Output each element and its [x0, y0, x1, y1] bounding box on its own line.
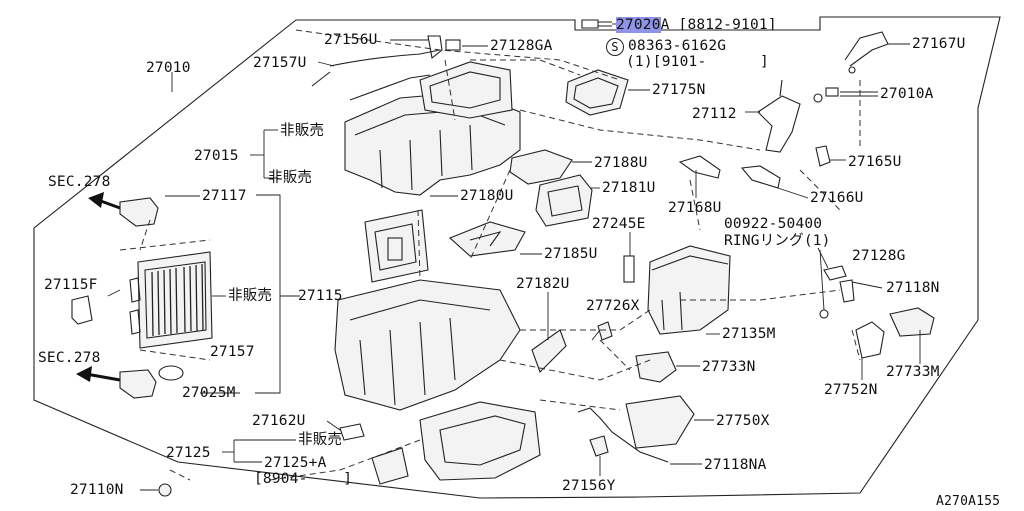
pipe-top-27117: [88, 192, 159, 227]
upper-case-27015: [344, 61, 521, 196]
subgroup-bracket-27117: [255, 194, 281, 394]
rod-27118NA: [577, 407, 669, 463]
lever-27168U: [678, 155, 721, 179]
label-27125: 27125: [166, 445, 211, 461]
label-27128G: 27128G: [852, 248, 906, 264]
pin-27128G: [823, 265, 847, 281]
label-27020A: 27020A [8812-9101]: [616, 17, 777, 33]
label-27245E: 27245E: [592, 216, 646, 232]
label-27015-note: 非販売: [280, 123, 325, 139]
clip-27162U: [339, 423, 365, 441]
duct-frame-27175N: [565, 69, 629, 116]
label-27020A-suffix: A [8812-9101]: [660, 17, 777, 33]
bracket-27118N: [839, 279, 855, 303]
lever-27156U: [427, 35, 443, 60]
label-27117: 27117: [202, 188, 247, 204]
label-27115: 27115: [298, 288, 343, 304]
bolt-27010A: [825, 87, 839, 97]
label-screw-code: 08363-6162G: [628, 38, 727, 54]
label-27167U: 27167U: [912, 36, 966, 52]
clip-27156Y: [589, 435, 609, 457]
oring-27157: [158, 365, 184, 381]
label-27181U: 27181U: [602, 180, 656, 196]
label-27010: 27010: [146, 60, 191, 76]
washer-27010A: [813, 93, 823, 103]
pipe-bottom-27025M: [76, 366, 157, 399]
label-27015-note2: 非販売: [268, 170, 313, 186]
label-27157U: 27157U: [253, 55, 307, 71]
screw-27020A: [581, 19, 612, 29]
screw-symbol-icon: S: [606, 38, 624, 56]
label-screw-note: (1)[9101- ]: [626, 54, 769, 70]
part-27726X: [597, 321, 613, 341]
label-27175N: 27175N: [652, 82, 706, 98]
grommet-27110N: [158, 483, 172, 497]
label-27115-note: 非販売: [228, 288, 273, 304]
lever-27166U: [740, 165, 781, 189]
clip-27165U: [815, 145, 831, 167]
label-27182U: 27182U: [516, 276, 570, 292]
label-27752N: 27752N: [824, 382, 878, 398]
label-27180U: 27180U: [460, 188, 514, 204]
label-27118N: 27118N: [886, 280, 940, 296]
flap-27182U: [531, 329, 567, 373]
link-27112: [757, 95, 801, 153]
label-27128GA: 27128GA: [490, 38, 553, 54]
label-27125-note: 非販売: [298, 432, 343, 448]
label-sec278-bottom: SEC.278: [38, 350, 101, 366]
heater-core-27115: [129, 251, 213, 349]
tray-27750X: [625, 395, 695, 449]
cable-27157U: [329, 49, 441, 67]
clip-27128GA: [445, 39, 461, 51]
label-ring-note: RINGリング(1): [724, 233, 831, 249]
label-27025M: 27025M: [182, 385, 236, 401]
bracket-27115F: [71, 295, 93, 325]
label-27020A-highlight: 27020: [616, 17, 661, 33]
label-27733N: 27733N: [702, 359, 756, 375]
label-27110N: 27110N: [70, 482, 124, 498]
label-27010A: 27010A: [880, 86, 934, 102]
label-27185U: 27185U: [544, 246, 598, 262]
bracket-27733M: [889, 307, 935, 337]
part-27733N: [635, 351, 677, 383]
label-27162U: 27162U: [252, 413, 306, 429]
label-27112: 27112: [692, 106, 737, 122]
label-27168U: 27168U: [668, 200, 722, 216]
label-27156Y: 27156Y: [562, 478, 616, 494]
label-27750X: 27750X: [716, 413, 770, 429]
lower-case-27125: [334, 279, 541, 485]
part-27245E: [623, 255, 635, 283]
lever-27167U: [844, 31, 889, 67]
label-27115F: 27115F: [44, 277, 98, 293]
figure-code: A270A155: [936, 494, 1001, 509]
bracket-27752N: [855, 321, 885, 359]
label-27118NA: 27118NA: [704, 457, 767, 473]
label-27135M: 27135M: [722, 326, 776, 342]
duct-27135M: [647, 245, 731, 335]
label-27188U: 27188U: [594, 155, 648, 171]
label-sec278-top: SEC.278: [48, 174, 111, 190]
label-27166U: 27166U: [810, 190, 864, 206]
label-27125A-note: [8904- ]: [254, 471, 353, 487]
ring-00922: [819, 309, 829, 319]
duct-27181U: [535, 174, 593, 227]
label-27726X: 27726X: [586, 298, 640, 314]
label-27157: 27157: [210, 344, 255, 360]
label-ring-code: 00922-50400: [724, 216, 823, 232]
duct-27188U: [509, 149, 573, 185]
label-27125A: 27125+A: [264, 455, 327, 471]
duct-27185U: [448, 221, 526, 257]
label-27165U: 27165U: [848, 154, 902, 170]
label-27733M: 27733M: [886, 364, 940, 380]
label-27156U: 27156U: [324, 32, 378, 48]
plate-27180U: [364, 209, 429, 283]
label-27015: 27015: [194, 148, 239, 164]
